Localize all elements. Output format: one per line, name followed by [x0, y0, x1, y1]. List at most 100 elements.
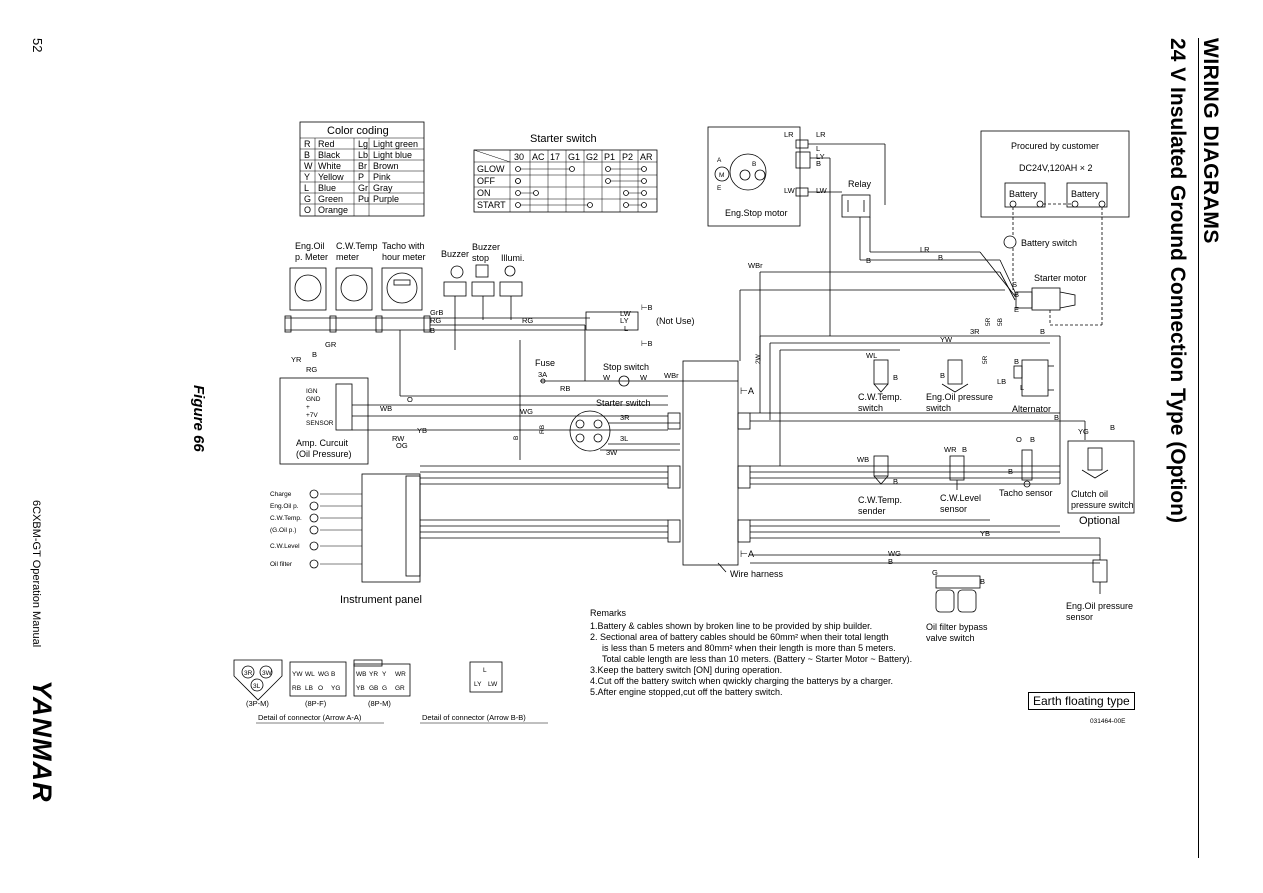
svg-text:M: M [719, 172, 724, 179]
tacho-sensor-label: Tacho sensor [999, 488, 1053, 498]
svg-text:E: E [1014, 305, 1019, 314]
connector-pin: WG [318, 671, 329, 678]
amp-circuit-label-2: (Oil Pressure) [296, 449, 352, 459]
battery-spec: DC24V,120AH × 2 [1019, 163, 1092, 173]
amp-circuit-label: Amp. Curcuit [296, 438, 349, 448]
connector-pin: Y [382, 671, 387, 678]
tacho-meter [381, 267, 423, 311]
panel-lamp-label: C.W.Level [270, 543, 300, 550]
starter-switch-position: ON [477, 188, 491, 198]
manual-name: 6CXBM-GT Operation Manual [30, 500, 42, 648]
svg-text:WB: WB [380, 404, 392, 413]
arrow-a-top: ⊢ [740, 386, 748, 396]
tacho-meter-label-2: hour meter [382, 252, 426, 262]
cw-level-sensor-label-2: sensor [940, 504, 967, 514]
svg-text:B: B [962, 445, 967, 454]
remarks-block: Remarks 1.Battery & cables shown by brok… [590, 608, 912, 697]
battery-block: Procured by customer DC24V,120AH × 2 Bat… [980, 130, 1130, 218]
svg-text:LR: LR [784, 130, 794, 139]
color-coding-title: Color coding [327, 125, 389, 137]
cw-temp-meter-label-2: meter [336, 252, 359, 262]
remark-line: is less than 5 meters and 80mm² when the… [602, 643, 896, 653]
color-code-abbrev: Gr [358, 183, 368, 193]
svg-text:LR: LR [920, 245, 930, 254]
connector-pin: LY [474, 681, 482, 688]
color-code-abbrev: Lb [358, 150, 368, 160]
lamp-icon [309, 513, 319, 523]
earth-type-label: Earth floating type [1028, 692, 1135, 710]
color-code-name: Black [318, 150, 341, 160]
eng-oil-pressure-sensor-label-2: sensor [1066, 612, 1093, 622]
svg-text:LW: LW [816, 186, 828, 195]
starter-switch-position: OFF [477, 176, 495, 186]
svg-text:WG: WG [520, 407, 533, 416]
arrow-a-top-label: A [748, 386, 754, 396]
connector-pin: YB [356, 685, 365, 692]
remark-line: 2. Sectional area of battery cables shou… [590, 632, 889, 642]
svg-text:B: B [1110, 423, 1115, 432]
tacho-sensor [1021, 449, 1033, 488]
svg-text:RG: RG [430, 316, 441, 325]
svg-text:L: L [1020, 383, 1024, 392]
fuse-value: 3A [538, 370, 547, 379]
oil-filter-bypass-label: Oil filter bypass [926, 622, 988, 632]
svg-text:3R: 3R [970, 327, 980, 336]
starter-switch-label: Starter switch [596, 398, 651, 408]
panel-lamp-label: Oil filter [270, 561, 293, 568]
svg-text:YB: YB [980, 529, 990, 538]
svg-text:B: B [866, 256, 871, 265]
eng-oil-meter-label: Eng.Oil [295, 241, 325, 251]
svg-text:5R: 5R [982, 355, 989, 364]
panel-lamp-label: Eng.Oil p. [270, 503, 299, 510]
starter-switch-header: AR [640, 152, 653, 162]
svg-text:G: G [932, 568, 938, 577]
amp-pin-label: GND [306, 396, 321, 403]
remark-line: Total cable length are less than 10 mete… [602, 654, 912, 664]
color-code-name: Yellow [318, 172, 344, 182]
color-code-abbrev: L [304, 183, 309, 193]
color-code-name: Gray [373, 183, 393, 193]
eng-oil-pressure-switch [941, 359, 969, 393]
title-rule [1198, 38, 1199, 858]
starter-switch-table-title: Starter switch [530, 133, 597, 145]
color-code-abbrev: Br [358, 161, 367, 171]
svg-text:E: E [717, 185, 722, 192]
eng-oil-meter-label-2: p. Meter [295, 252, 328, 262]
battery-switch-icon [1003, 235, 1017, 249]
svg-text:3W: 3W [606, 448, 618, 457]
amp-pin-label: + [306, 404, 310, 411]
svg-text:LB: LB [997, 377, 1006, 386]
illumi-label: Illumi. [501, 253, 525, 263]
starter-switch-header: P1 [604, 152, 615, 162]
buzzer-label: Buzzer [441, 249, 469, 259]
amp-pin-label: +7V [306, 412, 318, 419]
color-code-name: Red [318, 139, 335, 149]
lamp-icon [309, 559, 319, 569]
color-code-abbrev: B [304, 150, 310, 160]
color-code-abbrev: Pu [358, 194, 369, 204]
cw-level-sensor [949, 455, 965, 490]
battery-1-label: Battery [1009, 189, 1038, 199]
svg-text:LW: LW [620, 309, 632, 318]
starter-switch-header: G1 [568, 152, 580, 162]
svg-text:B: B [1040, 327, 1045, 336]
svg-text:RW: RW [392, 434, 405, 443]
svg-text:O: O [407, 395, 413, 404]
color-code-abbrev: P [358, 172, 364, 182]
svg-text:RG: RG [522, 316, 533, 325]
connector-pin: 3R [244, 670, 253, 677]
remark-line: 3.Keep the battery switch [ON] during op… [590, 665, 782, 675]
clutch-oil-pressure-switch [1067, 440, 1135, 514]
cw-temp-switch [873, 359, 889, 393]
lamp-icon [309, 501, 319, 511]
svg-text:B: B [1054, 413, 1059, 422]
svg-text:S: S [1012, 280, 1017, 289]
connector-pin: YR [369, 671, 378, 678]
svg-text:OG: OG [396, 441, 408, 450]
connector-8pm-label: (8P-M) [368, 699, 391, 708]
svg-text:O: O [1016, 435, 1022, 444]
svg-text:A: A [717, 157, 722, 164]
color-code-name: Blue [318, 183, 336, 193]
connector-pin: L [483, 667, 487, 674]
